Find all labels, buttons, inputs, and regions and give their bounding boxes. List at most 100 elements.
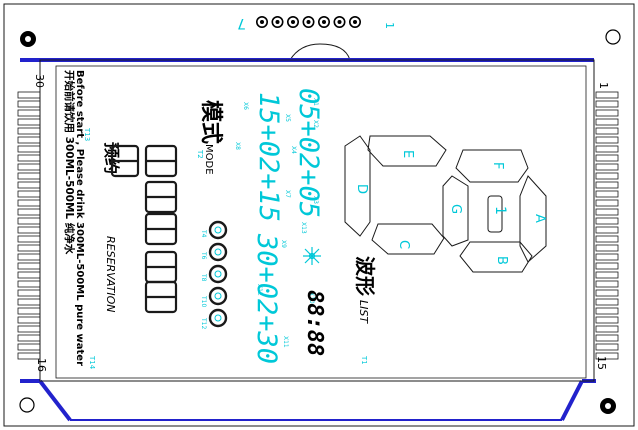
right-pin	[595, 343, 619, 351]
right-pin	[595, 118, 619, 126]
x-label: X11	[282, 336, 289, 348]
x-label: X7	[284, 190, 291, 198]
reservation-digits	[110, 144, 178, 314]
right-pin	[595, 226, 619, 234]
timing-row-2: 15+02+15	[253, 92, 284, 222]
big-seven-segment	[344, 135, 547, 273]
left-pin	[17, 334, 41, 342]
left-pin	[17, 154, 41, 162]
svg-text:05+02+05: 05+02+05	[293, 88, 324, 218]
reservation-en: RESERVATION	[104, 236, 117, 313]
connector-pin-hole	[317, 15, 330, 28]
pin-label-16: 16	[35, 358, 48, 372]
left-pin	[17, 163, 41, 171]
left-pin	[17, 253, 41, 261]
left-pin	[17, 343, 41, 351]
segment-id: 1	[492, 206, 508, 215]
mode-indicator	[208, 308, 228, 328]
left-pin	[17, 127, 41, 135]
seven-seg-digit	[110, 144, 140, 178]
label-t1: T1	[360, 355, 368, 365]
pin-label-30: 30	[33, 74, 46, 88]
x-label: X3	[312, 196, 319, 204]
label-t13: T13	[83, 127, 91, 141]
right-pin	[595, 136, 619, 144]
right-pin	[595, 208, 619, 216]
mode-indicator	[208, 264, 228, 284]
mount-hole-top-right	[605, 29, 621, 45]
left-pin	[17, 172, 41, 180]
right-pin	[595, 244, 619, 252]
right-pin	[595, 154, 619, 162]
right-pin	[595, 163, 619, 171]
x-label: X5	[284, 114, 291, 122]
pin-label-1: 1	[597, 82, 610, 89]
right-pin	[595, 235, 619, 243]
right-pin	[595, 100, 619, 108]
right-pin	[595, 190, 619, 198]
x-label: X1	[312, 98, 319, 106]
mode-indicator	[208, 286, 228, 306]
svg-text:88:88: 88:88	[302, 290, 327, 356]
left-pin	[17, 280, 41, 288]
left-pin	[17, 208, 41, 216]
label-t2: T2	[196, 149, 204, 159]
left-pin	[17, 244, 41, 252]
mode-cn: 模式	[198, 100, 223, 144]
connector-pin-left: 7	[237, 15, 246, 31]
time-display: 88:88	[302, 290, 327, 356]
left-pin	[17, 145, 41, 153]
left-pin	[17, 181, 41, 189]
x-label: X13	[300, 222, 307, 234]
segment-letter: A	[532, 214, 547, 223]
seven-seg-digit	[144, 280, 178, 314]
instruction-en: Before start , Please drink 300ML-500ML …	[74, 70, 85, 366]
right-pin	[595, 316, 619, 324]
x-label: X9	[280, 240, 287, 248]
right-pin	[595, 262, 619, 270]
left-pin	[17, 271, 41, 279]
sun-icon	[303, 247, 321, 265]
right-pin	[595, 298, 619, 306]
right-pin	[595, 280, 619, 288]
seven-seg-digit	[144, 180, 178, 214]
left-pin	[17, 235, 41, 243]
right-pin	[595, 181, 619, 189]
instruction-cn: 开始前请饮用 300ML-500ML 纯净水	[63, 70, 76, 255]
segment-letter: E	[400, 150, 415, 158]
left-pin	[17, 190, 41, 198]
left-pin	[17, 352, 41, 360]
left-pin	[17, 199, 41, 207]
segment-F	[455, 149, 529, 183]
x-label: X12	[256, 284, 263, 296]
segment-letter: F	[490, 162, 505, 169]
right-pin	[595, 334, 619, 342]
mode-indicators: T4 T6 T8 T10 T12	[200, 220, 228, 329]
connector-pin-hole	[286, 15, 299, 28]
left-pin	[17, 91, 41, 99]
seven-seg-digit	[144, 212, 178, 246]
left-pin-row	[17, 91, 41, 360]
svg-text:T10: T10	[200, 295, 207, 307]
right-pin	[595, 352, 619, 360]
right-pin	[595, 199, 619, 207]
left-pin	[17, 307, 41, 315]
x-label: X4	[290, 146, 297, 154]
seven-seg-digit	[144, 144, 178, 178]
right-pin	[595, 109, 619, 117]
top-connector: 7 1	[237, 15, 396, 31]
left-pin	[17, 262, 41, 270]
x-label: X2	[312, 120, 319, 128]
mode-indicator	[208, 220, 228, 240]
right-pin	[595, 253, 619, 261]
segment-dp	[487, 195, 503, 233]
left-pin	[17, 217, 41, 225]
left-pin	[17, 118, 41, 126]
segment-E	[367, 135, 447, 167]
segment-G	[442, 175, 469, 247]
segment-D	[344, 135, 371, 237]
segment-B	[459, 241, 533, 273]
connector-pin-hole	[271, 15, 284, 28]
